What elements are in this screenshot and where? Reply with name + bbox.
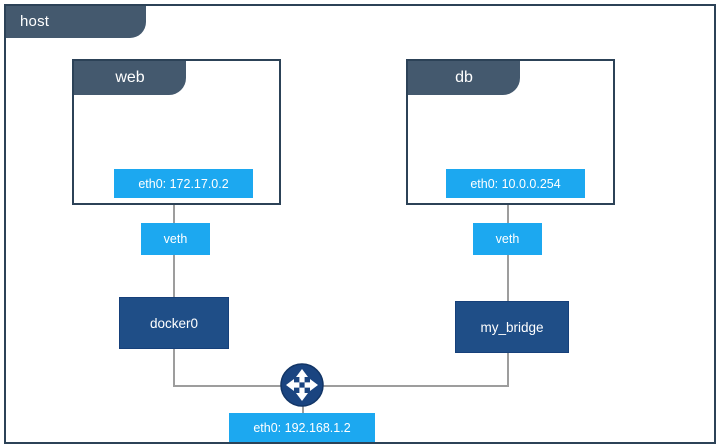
bridge-my-bridge[interactable]: my_bridge [455,301,569,353]
db-eth0-badge[interactable]: eth0: 10.0.0.254 [446,169,585,198]
edge-bus-horizontal [173,385,509,387]
router-icon[interactable] [280,363,324,407]
container-web-title: web [74,61,186,95]
container-web[interactable]: web eth0: 172.17.0.2 [72,59,281,205]
container-db-title: db [408,61,520,95]
bridge-docker0[interactable]: docker0 [119,297,229,349]
edge-veth-right-to-my-bridge [507,255,509,305]
edge-docker0-to-bus [173,349,175,386]
host-boundary: host web eth0: 172.17.0.2 db eth0: 10.0.… [4,4,716,444]
edge-web-to-veth-left [173,203,175,227]
host-eth0-badge[interactable]: eth0: 192.168.1.2 [229,413,375,442]
container-db[interactable]: db eth0: 10.0.0.254 [406,59,615,205]
edge-db-to-veth-right [507,203,509,227]
web-eth0-badge[interactable]: eth0: 172.17.0.2 [114,169,253,198]
veth-right[interactable]: veth [473,223,542,255]
veth-left[interactable]: veth [141,223,210,255]
host-label: host [6,6,146,38]
edge-veth-left-to-docker0 [173,255,175,301]
edge-my-bridge-to-bus [507,353,509,386]
